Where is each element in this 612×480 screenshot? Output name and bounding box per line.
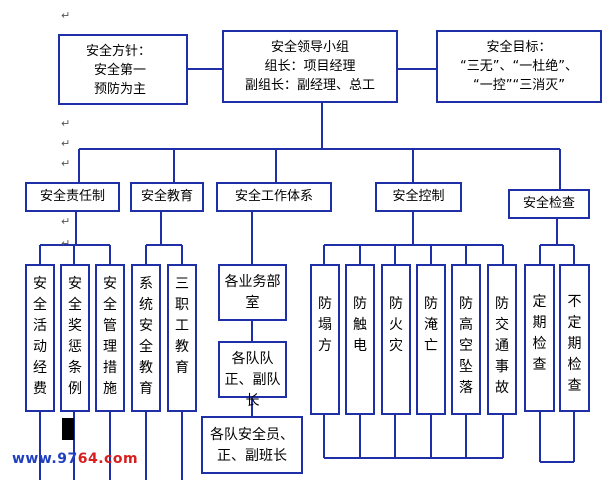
paragraph-mark: ↵	[61, 157, 71, 170]
workflow-box-1: 各业务部室	[218, 264, 287, 321]
control-item-3: 防火灾	[381, 264, 411, 415]
control-item-2: 防触电	[345, 264, 375, 415]
leader-line-1: 安全领导小组	[270, 40, 349, 55]
responsibility-item-2: 安全奖惩条例	[60, 264, 90, 412]
category-responsibility: 安全责任制	[25, 182, 120, 212]
workflow-label-1: 各业务部室	[224, 274, 281, 311]
paragraph-mark: ↵	[61, 137, 71, 150]
inspection-label: 定期检查	[532, 294, 547, 373]
watermark-num2: 64	[77, 451, 99, 467]
education-label: 系统安全教育	[139, 276, 153, 397]
education-item-2: 三职工教育	[167, 264, 197, 412]
category-inspection: 安全检查	[508, 189, 590, 219]
workflow-label-3: 各队安全员、正、副班长	[210, 427, 294, 464]
paragraph-mark: ↵	[61, 9, 71, 22]
paragraph-mark: ↵	[61, 215, 71, 228]
workflow-label-2: 各队队正、副队长	[224, 351, 281, 409]
inspection-item-1: 定期检查	[524, 264, 555, 412]
leader-line-3: 副组长：副经理、总工	[244, 78, 375, 93]
control-label: 防火灾	[389, 296, 403, 354]
workflow-box-2: 各队队正、副队长	[218, 341, 287, 409]
goal-line-3: “一控”“三消灭”	[473, 78, 565, 93]
education-label: 三职工教育	[175, 276, 189, 376]
control-label: 防淹亡	[424, 296, 438, 354]
control-item-1: 防塌方	[310, 264, 340, 415]
category-label: 安全教育	[140, 189, 193, 204]
watermark-prefix: www.	[12, 451, 58, 467]
goal-line-2: “三无”、“一杜绝”、	[460, 59, 578, 74]
category-label: 安全检查	[522, 196, 575, 211]
control-label: 防高空坠落	[459, 296, 473, 396]
category-label: 安全控制	[392, 189, 445, 204]
policy-line-1: 安全方针：	[86, 44, 152, 59]
category-label: 安全责任制	[39, 189, 105, 204]
safety-goal-box: 安全目标： “三无”、“一杜绝”、 “一控”“三消灭”	[436, 30, 602, 103]
control-label: 防塌方	[318, 296, 332, 354]
control-item-4: 防淹亡	[416, 264, 446, 415]
control-label: 防交通事故	[495, 296, 509, 396]
policy-line-3: 预防为主	[94, 82, 147, 97]
responsibility-label: 安全奖惩条例	[68, 276, 82, 397]
watermark-logo: www.9764.com	[12, 451, 138, 467]
paragraph-mark: ↵	[61, 117, 71, 130]
responsibility-item-1: 安全活动经费	[25, 264, 55, 412]
watermark-suffix: .com	[98, 451, 139, 467]
control-item-5: 防高空坠落	[451, 264, 481, 415]
safety-leadership-box: 安全领导小组 组长：项目经理 副组长：副经理、总工	[222, 30, 398, 103]
category-label: 安全工作体系	[234, 189, 313, 204]
inspection-item-2: 不定期检查	[559, 264, 590, 412]
inspection-label: 不定期检查	[567, 294, 582, 394]
leader-line-2: 组长：项目经理	[264, 59, 356, 74]
text-cursor	[62, 418, 74, 440]
control-item-6: 防交通事故	[487, 264, 517, 415]
category-control: 安全控制	[375, 182, 462, 212]
category-work-system: 安全工作体系	[216, 182, 332, 212]
responsibility-label: 安全活动经费	[33, 276, 47, 397]
goal-line-1: 安全目标：	[486, 40, 552, 55]
safety-policy-box: 安全方针： 安全第一 预防为主	[58, 34, 188, 105]
paragraph-mark: ↵	[61, 237, 71, 250]
watermark-num1: 97	[57, 451, 78, 467]
responsibility-label: 安全管理措施	[103, 276, 117, 397]
education-item-1: 系统安全教育	[131, 264, 161, 412]
workflow-box-3: 各队安全员、正、副班长	[201, 416, 303, 474]
category-education: 安全教育	[130, 182, 204, 212]
control-label: 防触电	[353, 296, 367, 354]
responsibility-item-3: 安全管理措施	[95, 264, 125, 412]
policy-line-2: 安全第一	[94, 63, 147, 78]
